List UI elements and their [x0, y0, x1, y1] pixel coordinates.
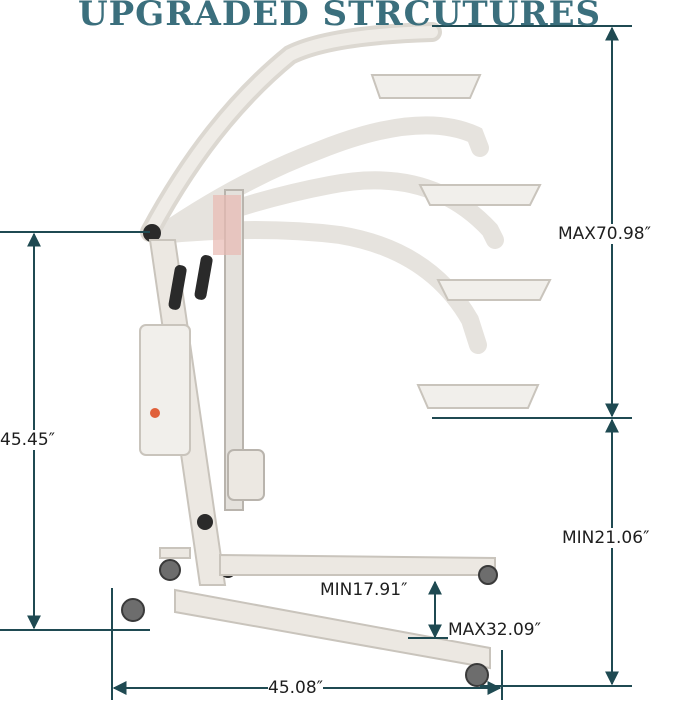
adjustment-knob — [197, 514, 213, 530]
base-length-label: 45.08″ — [268, 678, 324, 698]
actuator — [213, 189, 265, 511]
max-height-label: MAX70.98″ — [558, 224, 651, 244]
caster-wheels — [121, 559, 498, 687]
handles — [168, 255, 213, 310]
control-box — [139, 324, 191, 456]
pivot-height-label: 45.45″ — [0, 430, 56, 450]
pivot-knob — [143, 224, 161, 242]
leg-min-width-label: MIN17.91″ — [320, 580, 408, 600]
min-height-label: MIN21.06″ — [562, 528, 650, 548]
sling-bar-ghosts — [370, 74, 552, 409]
page-title: UPGRADED STRCUTURES — [77, 0, 602, 34]
boom-arm-ghost-positions — [151, 116, 504, 354]
dimension-lines — [0, 25, 632, 700]
leg-max-width-label: MAX32.09″ — [448, 620, 541, 640]
